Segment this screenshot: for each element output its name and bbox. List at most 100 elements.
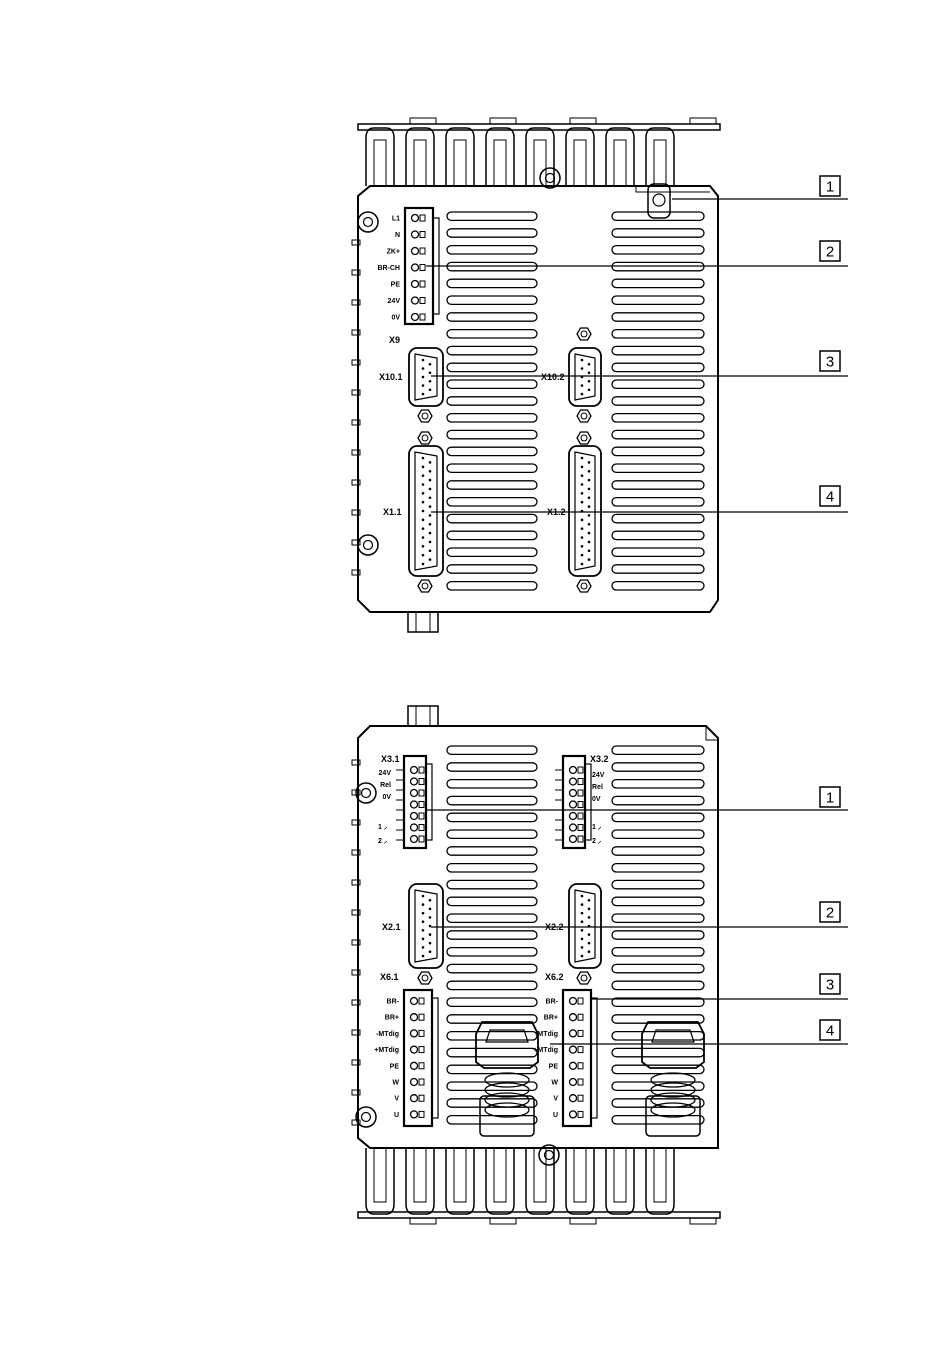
terminal-block: [404, 990, 432, 1126]
dsub-pin: [581, 563, 584, 566]
x6-1-pin-label-1: BR+: [385, 1015, 399, 1022]
top-dsub-connectors: [409, 328, 601, 592]
vent-slot: [447, 813, 537, 821]
label-x2-1: X2.1: [382, 922, 401, 932]
fin: [366, 128, 394, 186]
x6-2-pin-label-5: W: [551, 1080, 558, 1087]
vent-slot: [612, 1065, 704, 1073]
callout-number: 2: [826, 905, 834, 922]
dsub-pin: [422, 384, 425, 387]
vent-slot: [447, 447, 537, 455]
vent-slot: [447, 330, 537, 338]
terminal-pin: [412, 314, 419, 321]
terminal-pin: [411, 1014, 418, 1021]
dsub-pin: [429, 933, 432, 936]
dsub-pin: [581, 457, 584, 460]
dsub-pin: [429, 380, 432, 383]
fin-inner: [374, 1148, 386, 1202]
terminal-screw: [419, 1047, 424, 1053]
x6-2-pin-label-0: BR-: [546, 999, 559, 1006]
vent-slot: [612, 763, 704, 771]
terminal-screw: [419, 1079, 424, 1085]
hex-nut: [577, 432, 591, 444]
fin: [406, 128, 434, 186]
terminal-screw: [578, 1030, 583, 1036]
terminal-screw: [578, 998, 583, 1004]
bottom-top-post: [408, 706, 438, 726]
x9-pin-label-2: ZK+: [387, 249, 400, 256]
callout-number: 3: [826, 977, 834, 994]
dsub-pin: [588, 363, 591, 366]
top-view: L1NZK+BR-CHPE24V0V X9 X10.1 X10.2 X1.1 X…: [352, 118, 848, 632]
x9-pin-label-0: L1: [392, 216, 400, 223]
dsub-pin: [429, 899, 432, 902]
vent-slot: [447, 1065, 537, 1073]
terminal-pin: [412, 281, 419, 288]
hex-nut: [418, 580, 432, 592]
fin-tab: [490, 118, 516, 124]
x3-1-pin-label-1: Rel: [380, 782, 391, 789]
top-bottom-post: [408, 612, 438, 632]
terminal-screw: [419, 1030, 424, 1036]
x3-2-pin-label-3: 1 ⸝: [592, 824, 602, 831]
vent-slot: [612, 897, 704, 905]
hex-nut-hole: [581, 583, 587, 589]
terminal-screw: [578, 836, 583, 842]
top-ground-stud: [648, 184, 670, 218]
callout-number: 1: [826, 179, 834, 196]
dsub-pin: [581, 955, 584, 958]
vent-slot: [447, 796, 537, 804]
vent-slot: [447, 531, 537, 539]
dsub-pin: [588, 380, 591, 383]
dsub-pin: [429, 371, 432, 374]
dsub-pin: [588, 933, 591, 936]
fin-inner: [614, 1148, 626, 1202]
dsub-pin: [422, 483, 425, 486]
terminal-screw: [419, 998, 424, 1004]
dsub-shell: [409, 348, 443, 406]
vent-slot: [447, 229, 537, 237]
fin-inner: [414, 140, 426, 186]
terminal-screw: [578, 1111, 583, 1117]
x6-1-pin-label-5: W: [392, 1080, 399, 1087]
dsub-pin: [581, 492, 584, 495]
callout-number: 2: [826, 244, 834, 261]
terminal-screw: [419, 1014, 424, 1020]
dsub-pin: [581, 938, 584, 941]
vent-slot: [447, 931, 537, 939]
fin: [366, 1148, 394, 1214]
hex-nut-hole: [422, 435, 428, 441]
dsub-pin: [422, 457, 425, 460]
fin: [446, 1148, 474, 1214]
fin-inner: [414, 1148, 426, 1202]
hex-nut-hole: [581, 413, 587, 419]
x6-1-pin-label-7: U: [394, 1112, 399, 1119]
vent-slot: [612, 565, 704, 573]
dsub-shell: [409, 446, 443, 576]
hex-nut: [418, 972, 432, 984]
vent-slot: [447, 897, 537, 905]
vent-slot: [612, 914, 704, 922]
terminal-pin: [412, 231, 419, 238]
vent-slot: [447, 514, 537, 522]
terminal-pin: [570, 1014, 577, 1021]
fin: [606, 128, 634, 186]
dsub-pin: [422, 920, 425, 923]
vent-slot: [612, 447, 704, 455]
terminal-pin: [570, 998, 577, 1005]
fin: [566, 128, 594, 186]
vent-slot: [447, 397, 537, 405]
callout-number: 4: [826, 489, 834, 506]
terminal-screw: [578, 813, 583, 819]
label-x3-1: X3.1: [381, 754, 400, 764]
fin-inner: [494, 140, 506, 186]
terminal-screw: [578, 1079, 583, 1085]
dsub-pin: [588, 505, 591, 508]
vent-slot: [612, 548, 704, 556]
vent-slot: [612, 796, 704, 804]
fin-inner: [454, 1148, 466, 1202]
terminal-pin: [570, 824, 577, 831]
dsub-pin: [422, 492, 425, 495]
hex-nut: [577, 328, 591, 340]
